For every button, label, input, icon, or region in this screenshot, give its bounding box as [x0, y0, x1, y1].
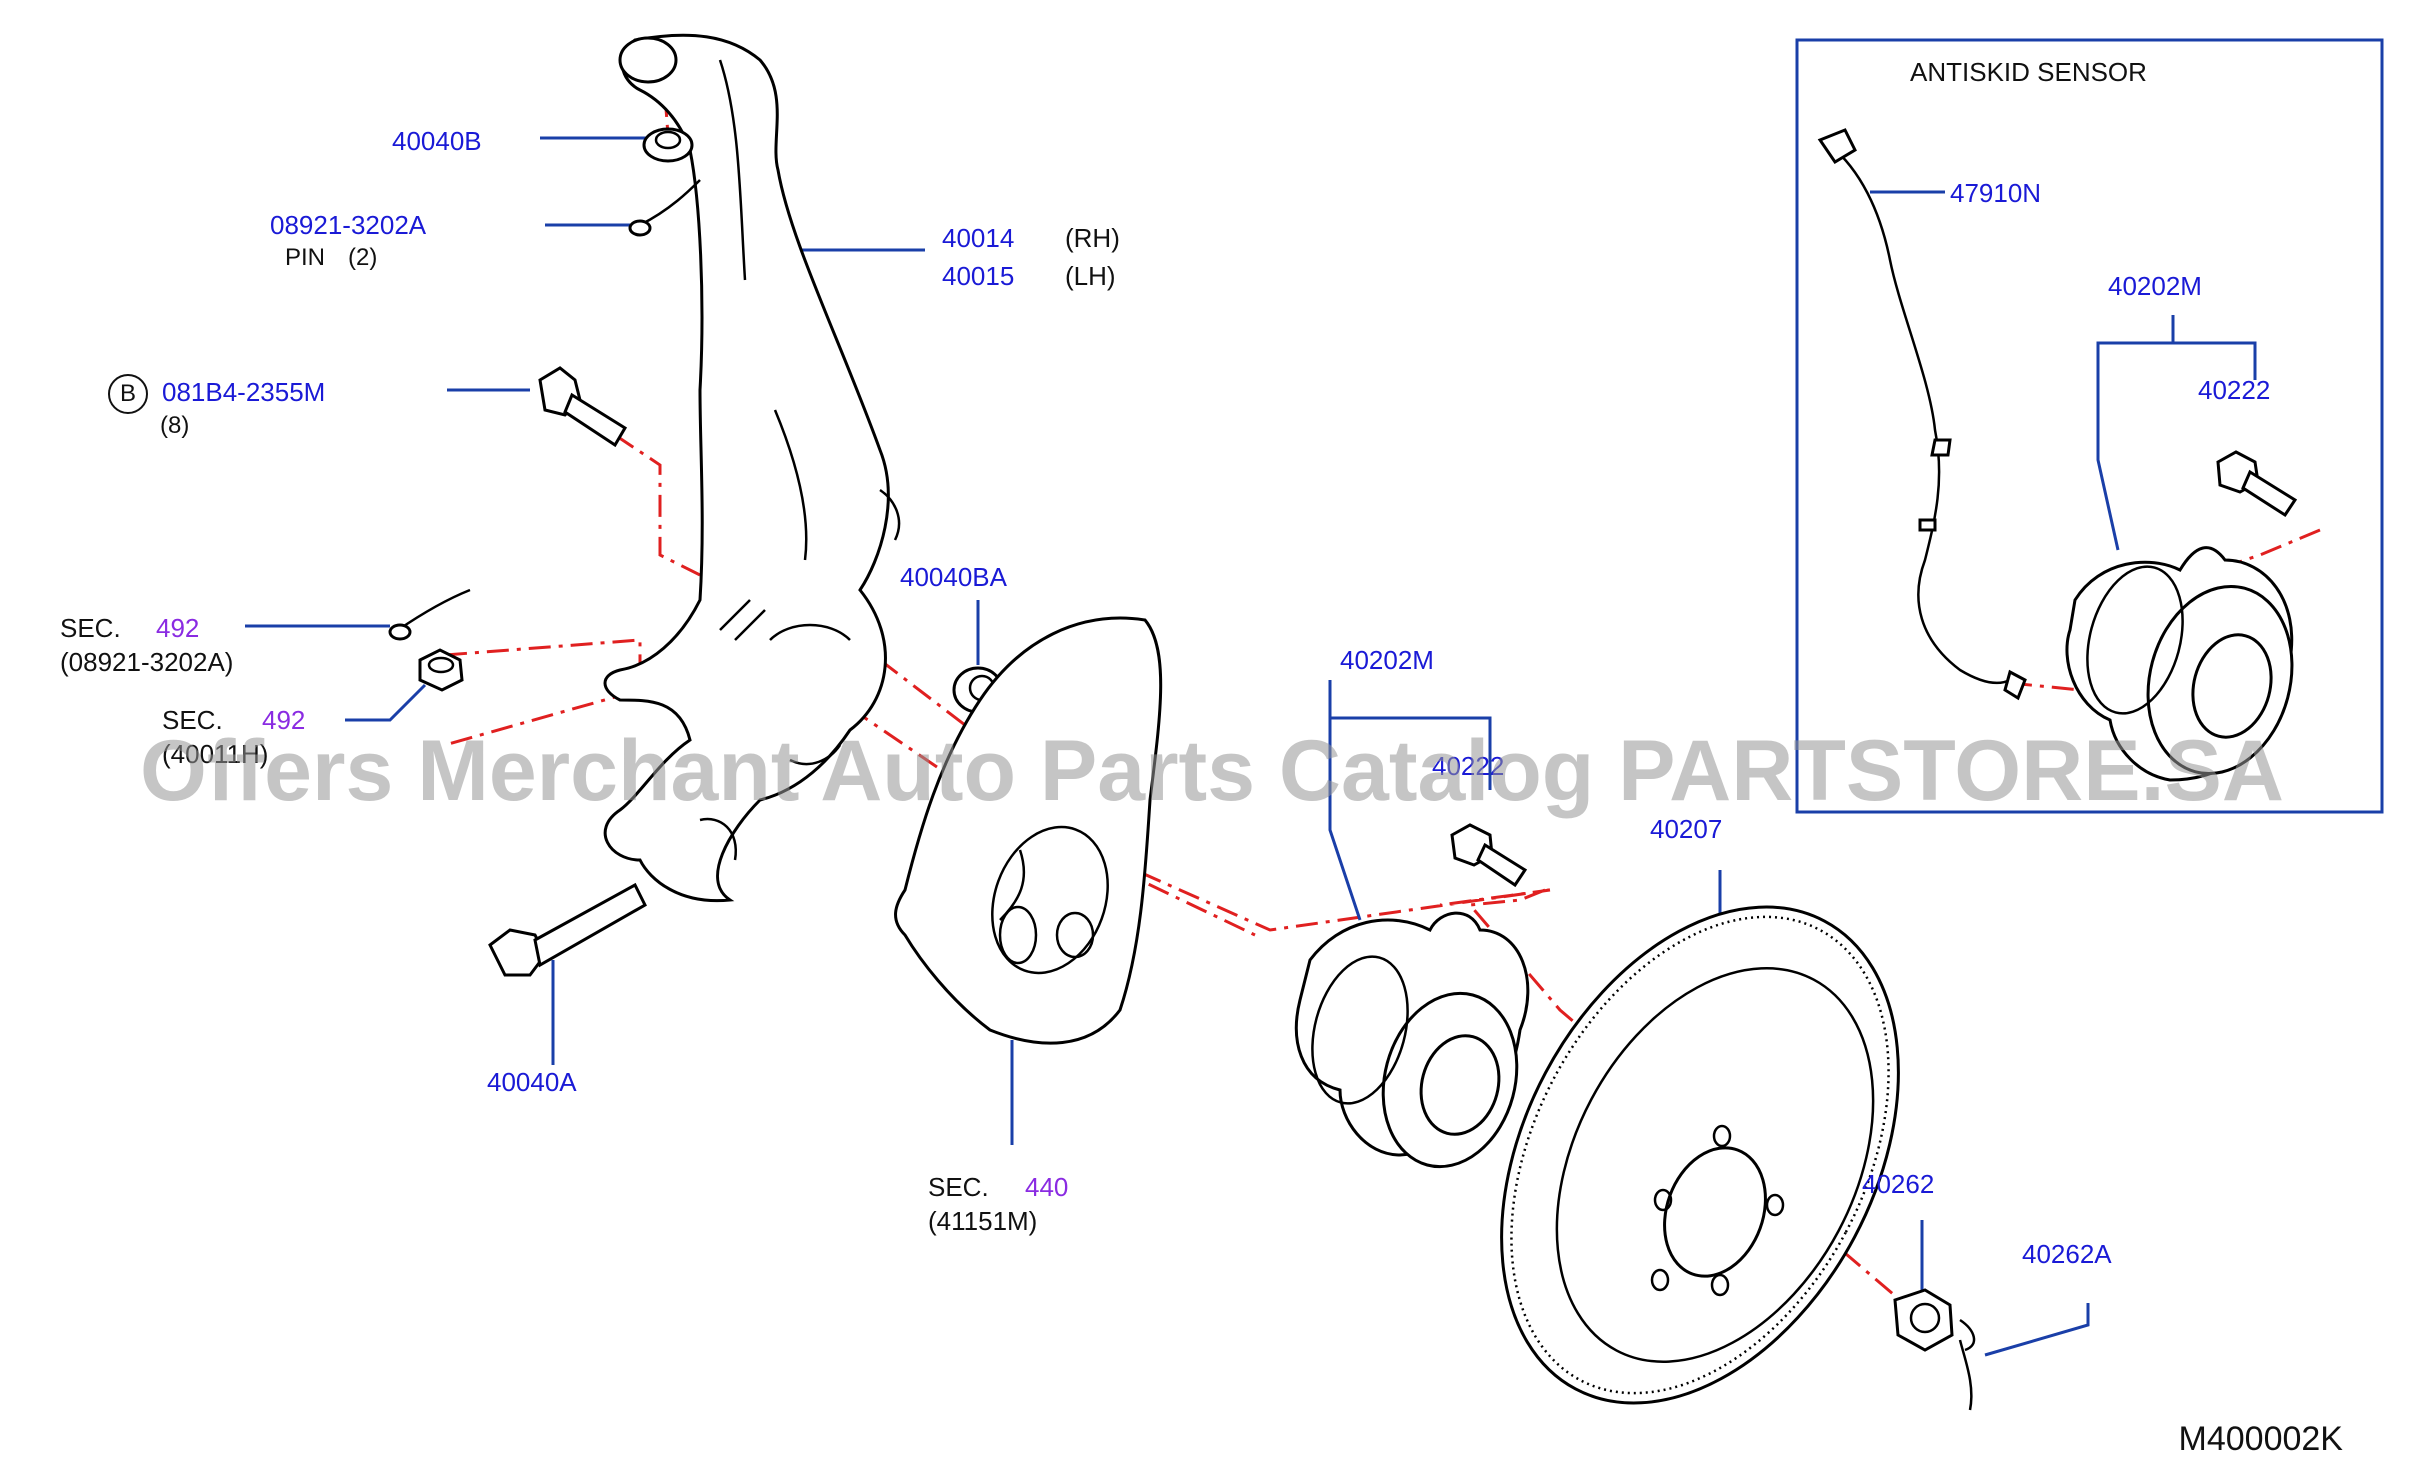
part-number-40262A[interactable]: 40262A	[2022, 1239, 2112, 1269]
inset-hub-bolt-40222[interactable]	[2216, 450, 2298, 518]
hub-nut-40262[interactable]	[1893, 1288, 1954, 1352]
inset-title: ANTISKID SENSOR	[1910, 57, 2147, 87]
pin-label: PIN	[285, 244, 326, 271]
hub-bolt-40222[interactable]	[1450, 823, 1528, 888]
bolt-quantity: (8)	[160, 412, 190, 439]
b-circle-letter: B	[119, 380, 136, 407]
brake-rotor-40207[interactable]	[1421, 839, 1979, 1471]
part-number-40040B[interactable]: 40040B	[392, 126, 482, 156]
part-number-08921-3202A[interactable]: 08921-3202A	[270, 210, 427, 240]
inset-part-number-40202M[interactable]: 40202M	[2108, 271, 2202, 301]
sec-label-3: SEC.	[928, 1172, 989, 1202]
sec-sub-2: (40011H)	[162, 739, 269, 769]
cotter-pin-08921[interactable]	[628, 179, 701, 237]
inset-frame	[1795, 38, 2384, 814]
antiskid-sensor-47910N[interactable]	[1817, 128, 2027, 701]
part-number-40202M[interactable]: 40202M	[1340, 645, 1434, 675]
sec-number-492-a[interactable]: 492	[156, 613, 200, 643]
part-number-081B4-2355M[interactable]: 081B4-2355M	[162, 377, 326, 407]
nut-sec492[interactable]	[418, 648, 464, 692]
cotter-pin-40262A[interactable]	[1958, 1318, 1976, 1411]
steering-knuckle[interactable]	[603, 33, 901, 903]
inset-part-number-40222[interactable]: 40222	[2198, 375, 2271, 405]
leader-lines	[245, 136, 2257, 1357]
part-number-40015[interactable]: 40015	[942, 261, 1015, 291]
part-number-40040BA[interactable]: 40040BA	[900, 562, 1007, 592]
bolt-081B4-2355M[interactable]	[538, 366, 628, 448]
pin-quantity: (2)	[348, 244, 378, 271]
lh-label: (LH)	[1065, 261, 1116, 291]
diagram-code: M400002K	[2178, 1420, 2343, 1458]
bolt-40040A[interactable]	[488, 882, 647, 977]
part-number-40040A[interactable]: 40040A	[487, 1067, 577, 1097]
sec-number-492-b[interactable]: 492	[262, 705, 306, 735]
part-number-47910N[interactable]: 47910N	[1950, 178, 2042, 208]
splash-guard-sec440[interactable]	[894, 616, 1163, 1045]
sec-label-1: SEC.	[60, 613, 121, 643]
inset-wheel-hub-40202M[interactable]	[2065, 546, 2312, 790]
part-number-40207[interactable]: 40207	[1650, 814, 1723, 844]
part-number-40262[interactable]: 40262	[1862, 1169, 1935, 1199]
part-number-40222[interactable]: 40222	[1432, 751, 1505, 781]
part-number-40014[interactable]: 40014	[942, 223, 1015, 253]
sec-label-2: SEC.	[162, 705, 223, 735]
cotter-pin-sec492[interactable]	[388, 588, 471, 641]
sec-number-440[interactable]: 440	[1025, 1172, 1069, 1202]
nut-40040B[interactable]	[642, 127, 694, 163]
rh-label: (RH)	[1065, 223, 1120, 253]
sec-sub-3: (41151M)	[928, 1206, 1038, 1236]
b-circle-badge: B	[108, 374, 148, 414]
wheel-hub-40202M[interactable]	[1294, 911, 1535, 1182]
sec-sub-1: (08921-3202A)	[60, 647, 234, 677]
